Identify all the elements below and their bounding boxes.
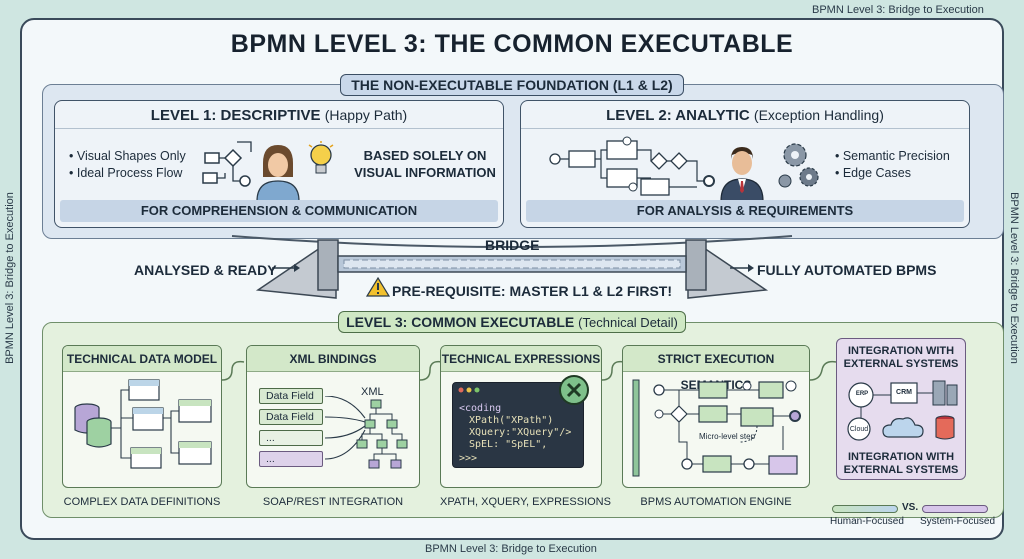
- card-caption-expressions: XPATH, XQUERY, EXPRESSIONS: [440, 496, 611, 508]
- external-title-bottom: INTEGRATION WITH EXTERNAL SYSTEMS: [837, 451, 965, 477]
- external-title-top-2: EXTERNAL SYSTEMS: [843, 358, 959, 370]
- legend-vs: VS.: [902, 502, 919, 513]
- external-systems-card: INTEGRATION WITH EXTERNAL SYSTEMS ERP CR…: [836, 338, 966, 480]
- level2-bullet-1: • Semantic Precision: [835, 149, 950, 163]
- side-label-top: BPMN Level 3: Bridge to Execution: [812, 4, 984, 16]
- card-technical-data-model: TECHNICAL DATA MODEL: [62, 345, 222, 488]
- level1-note-line2: VISUAL INFORMATION: [354, 165, 496, 180]
- code-line-1: <coding: [459, 403, 502, 414]
- level1-note-line1: BASED SOLELY ON: [363, 148, 487, 163]
- close-x-icon: [559, 375, 589, 405]
- bridge-label: BRIDGE: [485, 237, 540, 253]
- code-line-2: XPath("XPath"): [469, 415, 554, 426]
- level1-bullet-2: • Ideal Process Flow: [69, 166, 183, 180]
- execution-flow-diagram-icon: [632, 379, 801, 477]
- legend-human-swatch: [832, 505, 898, 513]
- level3-subtitle: (Technical Detail): [578, 315, 678, 330]
- level1-title: LEVEL 1: DESCRIPTIVE: [150, 107, 321, 124]
- level2-subtitle: (Exception Handling): [753, 107, 884, 123]
- bridge-left-label: ANALYSED & READY: [134, 262, 277, 278]
- database-tables-icon: [74, 379, 212, 469]
- code-line-3: XQuery:"XQuery"/>: [469, 427, 572, 438]
- gears-icon: [778, 143, 819, 188]
- xml-tree-icon: [325, 396, 408, 469]
- xml-field-3: ...: [259, 430, 323, 446]
- xml-field-2: Data Field: [259, 409, 323, 425]
- card-title: XML BINDINGS: [247, 346, 419, 372]
- level2-footer: FOR ANALYSIS & REQUIREMENTS: [526, 200, 964, 222]
- level1-subtitle: (Happy Path): [324, 107, 408, 123]
- simple-flow-diagram-icon: [202, 141, 252, 187]
- external-title-bottom-1: INTEGRATION WITH: [847, 451, 955, 463]
- side-label-bottom: BPMN Level 3: Bridge to Execution: [425, 543, 597, 555]
- crm-icon-label: CRM: [896, 389, 912, 396]
- external-title-bottom-2: EXTERNAL SYSTEMS: [843, 464, 959, 476]
- bridge-right-label: FULLY AUTOMATED BPMS: [757, 262, 937, 278]
- level1-box: LEVEL 1: DESCRIPTIVE (Happy Path) • Visu…: [54, 100, 504, 228]
- legend-human-label: Human-Focused: [830, 516, 904, 527]
- xml-field-4: ...: [259, 451, 323, 467]
- complex-flow-diagram-icon: [549, 136, 715, 196]
- card-xml-bindings: XML BINDINGS Data Field Data Field ... .…: [246, 345, 420, 488]
- lightbulb-icon: [308, 141, 334, 174]
- external-systems-icons: [847, 380, 958, 441]
- level2-box: LEVEL 2: ANALYTIC (Exception Handling) •…: [520, 100, 970, 228]
- erp-icon-label: ERP: [855, 391, 869, 397]
- external-title-top-1: INTEGRATION WITH: [847, 345, 955, 357]
- level3-header: LEVEL 3: COMMON EXECUTABLE (Technical De…: [338, 311, 686, 333]
- xml-label: XML: [361, 386, 384, 398]
- level1-note: BASED SOLELY ON VISUAL INFORMATION: [353, 147, 497, 181]
- card-title: TECHNICAL DATA MODEL: [63, 346, 221, 372]
- businessman-avatar-icon: [720, 147, 764, 201]
- level2-header: LEVEL 2: ANALYTIC (Exception Handling): [521, 101, 969, 129]
- legend-system-label: System-Focused: [920, 516, 996, 527]
- level1-footer: FOR COMPREHENSION & COMMUNICATION: [60, 200, 498, 222]
- level3-title: LEVEL 3: COMMON EXECUTABLE: [346, 314, 575, 330]
- page-title: BPMN LEVEL 3: THE COMMON EXECUTABLE: [230, 30, 794, 58]
- card-title: STRICT EXECUTION SEMANTICS: [623, 346, 809, 392]
- level2-title: LEVEL 2: ANALYTIC: [606, 107, 750, 124]
- woman-avatar-icon: [256, 145, 300, 201]
- bridge-graphic: [231, 235, 793, 299]
- card-strict-execution-semantics: STRICT EXECUTION SEMANTICS Micro-level s…: [622, 345, 810, 488]
- level2-bullet-2: • Edge Cases: [835, 166, 911, 180]
- card-caption-data-model: COMPLEX DATA DEFINITIONS: [63, 496, 221, 508]
- legend-system-swatch: [922, 505, 988, 513]
- xml-field-1: Data Field: [259, 388, 323, 404]
- window-dots-icon: [458, 387, 480, 393]
- prerequisite-warning: PRE-REQUISITE: MASTER L1 & L2 FIRST!: [392, 283, 673, 299]
- card-title: TECHNICAL EXPRESSIONS: [441, 346, 601, 372]
- external-title-top: INTEGRATION WITH EXTERNAL SYSTEMS: [837, 345, 965, 371]
- level1-header: LEVEL 1: DESCRIPTIVE (Happy Path): [55, 101, 503, 129]
- code-line-4: SpEL: "SpEL",: [469, 439, 548, 450]
- code-line-5: >>>: [459, 453, 478, 464]
- card-connectors: [221, 360, 837, 381]
- card-caption-execution: BPMS AUTOMATION ENGINE: [640, 496, 792, 508]
- level1-bullet-1: • Visual Shapes Only: [69, 149, 186, 163]
- micro-level-step-label: Micro-level step: [699, 432, 756, 441]
- card-caption-xml: SOAP/REST INTEGRATION: [262, 496, 404, 508]
- cloud-icon-label: Cloud: [849, 426, 869, 433]
- foundation-title: THE NON-EXECUTABLE FOUNDATION (L1 & L2): [340, 74, 684, 96]
